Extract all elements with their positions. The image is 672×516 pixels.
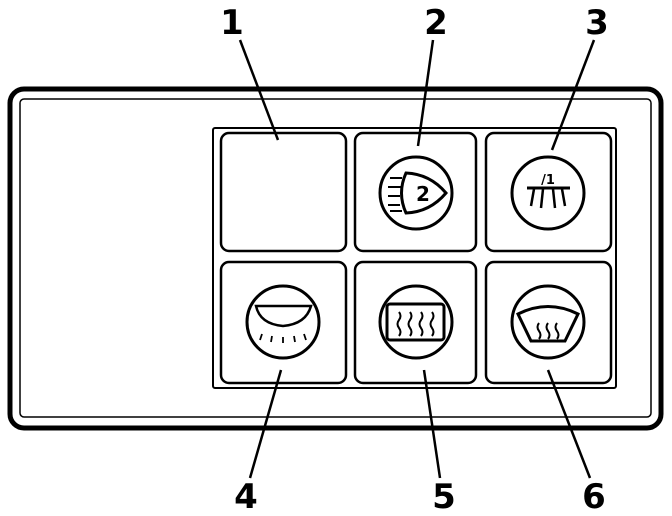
callout-6: 6 bbox=[582, 477, 606, 516]
switch-headlamp[interactable] bbox=[219, 260, 348, 385]
headlamp-icon bbox=[254, 304, 313, 343]
switch-blank[interactable] bbox=[219, 131, 348, 253]
leader-line-6 bbox=[546, 369, 592, 479]
callout-1: 1 bbox=[220, 3, 244, 43]
light-beam-label: /1 bbox=[541, 173, 555, 188]
callout-5: 5 bbox=[432, 477, 456, 516]
switch-headlamp-range[interactable]: 2 bbox=[353, 131, 478, 253]
callout-3: 3 bbox=[585, 3, 609, 43]
leader-line-3 bbox=[550, 39, 596, 151]
light-beam-icon: /1 bbox=[527, 173, 570, 209]
callout-2: 2 bbox=[424, 3, 448, 43]
callout-4: 4 bbox=[234, 477, 258, 516]
switch-windshield-defroster[interactable] bbox=[484, 260, 613, 385]
leader-line-5 bbox=[422, 369, 442, 479]
leader-line-4 bbox=[248, 369, 283, 479]
headlamp-range-number: 2 bbox=[416, 182, 430, 206]
switch-rear-window-heater[interactable] bbox=[353, 260, 478, 385]
leader-line-1 bbox=[238, 39, 280, 141]
windshield-defroster-icon bbox=[516, 305, 580, 343]
headlamp-range-icon: 2 bbox=[388, 171, 448, 215]
switch-light-beam[interactable]: /1 bbox=[484, 131, 613, 253]
rear-window-heater-icon bbox=[385, 302, 446, 342]
leader-line-2 bbox=[416, 39, 435, 147]
leader-lines bbox=[238, 39, 596, 479]
